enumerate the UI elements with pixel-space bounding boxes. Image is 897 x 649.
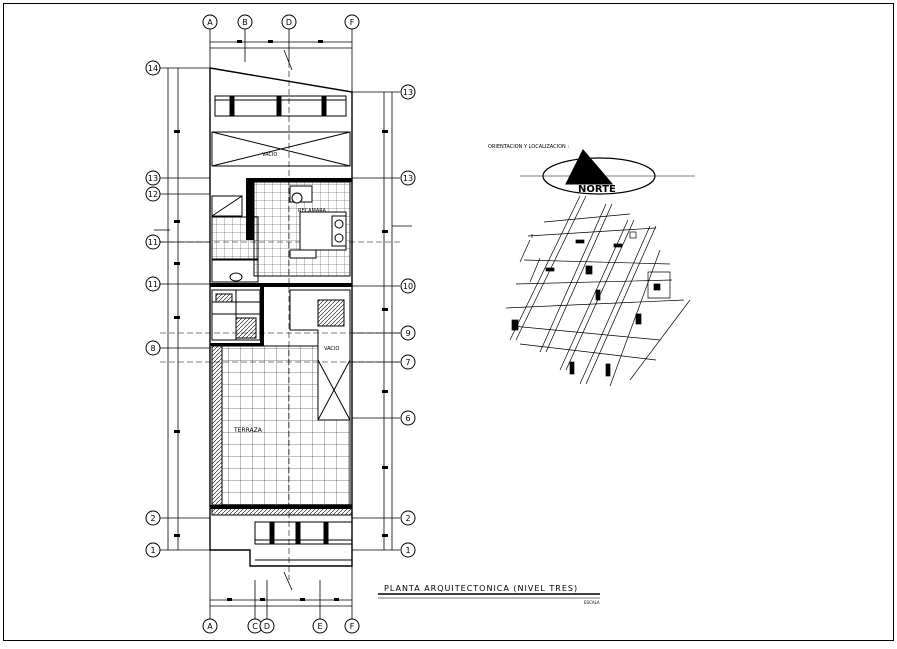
- axis-right-13b: 13: [403, 174, 413, 183]
- axis-right-9: 9: [405, 329, 410, 338]
- axis-right-1: 1: [405, 546, 410, 555]
- axis-bottom-f: F: [350, 622, 355, 631]
- axis-bottom-d: D: [264, 622, 270, 631]
- sheet-border: [3, 3, 894, 641]
- axis-bubbles-right: [400, 84, 416, 558]
- axis-top-b: B: [242, 18, 248, 27]
- axis-left-14: 14: [148, 64, 158, 73]
- axis-left-11b: 11: [148, 280, 158, 289]
- axis-left-1: 1: [150, 546, 155, 555]
- north-label: NORTE: [578, 184, 616, 195]
- void-middle-label: VACIO: [324, 346, 339, 352]
- axis-top-d: D: [286, 18, 292, 27]
- axis-bubbles-left: [145, 60, 161, 558]
- axis-right-7: 7: [405, 358, 410, 367]
- section-marks: [154, 49, 412, 591]
- location-map: [505, 195, 691, 387]
- terrace-planter: [211, 345, 223, 506]
- axis-left-11a: 11: [148, 238, 158, 247]
- right-dimension-lines: [352, 91, 400, 551]
- washroom: [211, 259, 259, 283]
- axis-left-8: 8: [150, 344, 155, 353]
- bedroom-label: RECAMARA: [298, 208, 327, 214]
- closet: [211, 195, 243, 217]
- terrace-floor: [221, 345, 351, 506]
- dimension-ticks: [174, 40, 388, 601]
- axis-top-a: A: [207, 18, 213, 27]
- bottom-dimension-lines: [210, 580, 352, 630]
- stair: [211, 289, 261, 341]
- axis-bubbles-top: [202, 14, 360, 30]
- void-upper: [211, 131, 351, 167]
- terrace-label: TERRAZA: [233, 427, 263, 434]
- axis-bottom-a: A: [207, 622, 213, 631]
- top-railing: [214, 95, 347, 117]
- sheet-title: PLANTA ARQUITECTONICA (NIVEL TRES): [384, 584, 578, 593]
- left-dimension-lines: [160, 67, 210, 551]
- axis-right-6: 6: [405, 414, 410, 423]
- axis-bottom-c: C: [252, 622, 258, 631]
- axis-left-13: 13: [148, 174, 158, 183]
- axis-top-f: F: [350, 18, 355, 27]
- bathroom-floor: [211, 216, 259, 260]
- axis-right-10: 10: [403, 282, 413, 291]
- axis-left-12: 12: [148, 190, 158, 199]
- axis-right-2: 2: [405, 514, 410, 523]
- bottom-railing: [254, 521, 353, 567]
- void-upper-label: VACIO: [262, 152, 277, 158]
- location-heading: ORIENTACION Y LOCALIZACION :: [488, 144, 569, 150]
- axis-left-2: 2: [150, 514, 155, 523]
- scale-label: ESCALA: [584, 600, 600, 605]
- building-outline: [209, 67, 353, 567]
- axis-bottom-e: E: [317, 622, 322, 631]
- axis-right-13a: 13: [403, 88, 413, 97]
- north-arrow: [520, 149, 695, 195]
- axis-bubbles-bottom: [202, 618, 360, 634]
